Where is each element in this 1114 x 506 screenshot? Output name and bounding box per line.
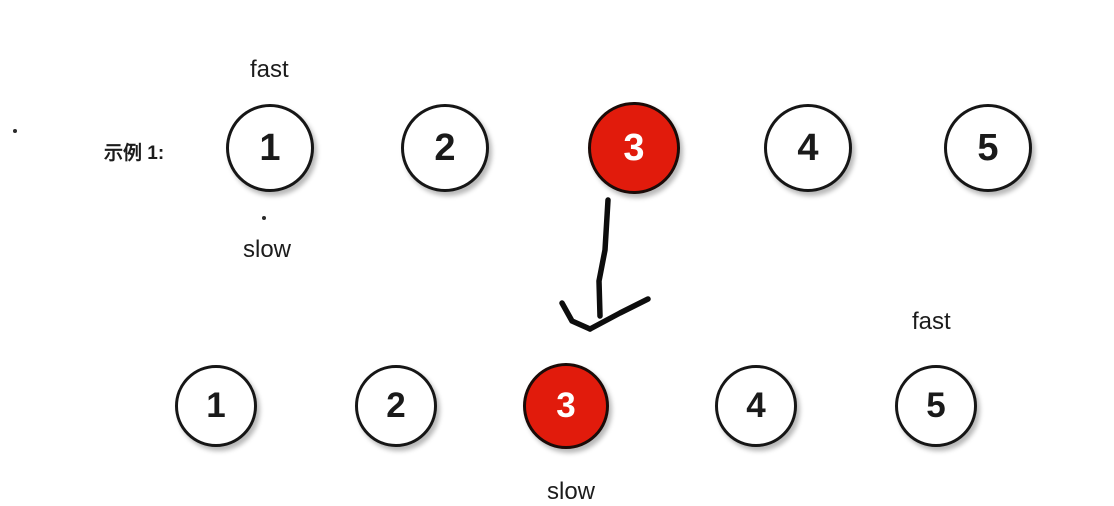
pointer-label-slow-bottom: slow [547, 478, 596, 505]
node-before-3-highlighted[interactable]: 3 [588, 102, 680, 194]
node-after-1[interactable]: 1 [175, 365, 257, 447]
pointer-label-slow-top: slow [243, 236, 292, 263]
artifact-speck-left [13, 129, 17, 133]
pointer-label-fast-top: fast [250, 56, 289, 83]
node-before-2[interactable]: 2 [401, 104, 489, 192]
node-before-5[interactable]: 5 [944, 104, 1032, 192]
node-after-4[interactable]: 4 [715, 365, 797, 447]
node-after-2[interactable]: 2 [355, 365, 437, 447]
page-title: 示例 1: [104, 143, 165, 164]
node-after-3-highlighted[interactable]: 3 [523, 363, 609, 449]
node-before-1[interactable]: 1 [226, 104, 314, 192]
node-after-5[interactable]: 5 [895, 365, 977, 447]
node-before-4[interactable]: 4 [764, 104, 852, 192]
artifact-speck-slow [262, 216, 266, 220]
hand-drawn-down-arrow-icon [559, 197, 651, 332]
pointer-label-fast-bottom: fast [912, 308, 951, 335]
